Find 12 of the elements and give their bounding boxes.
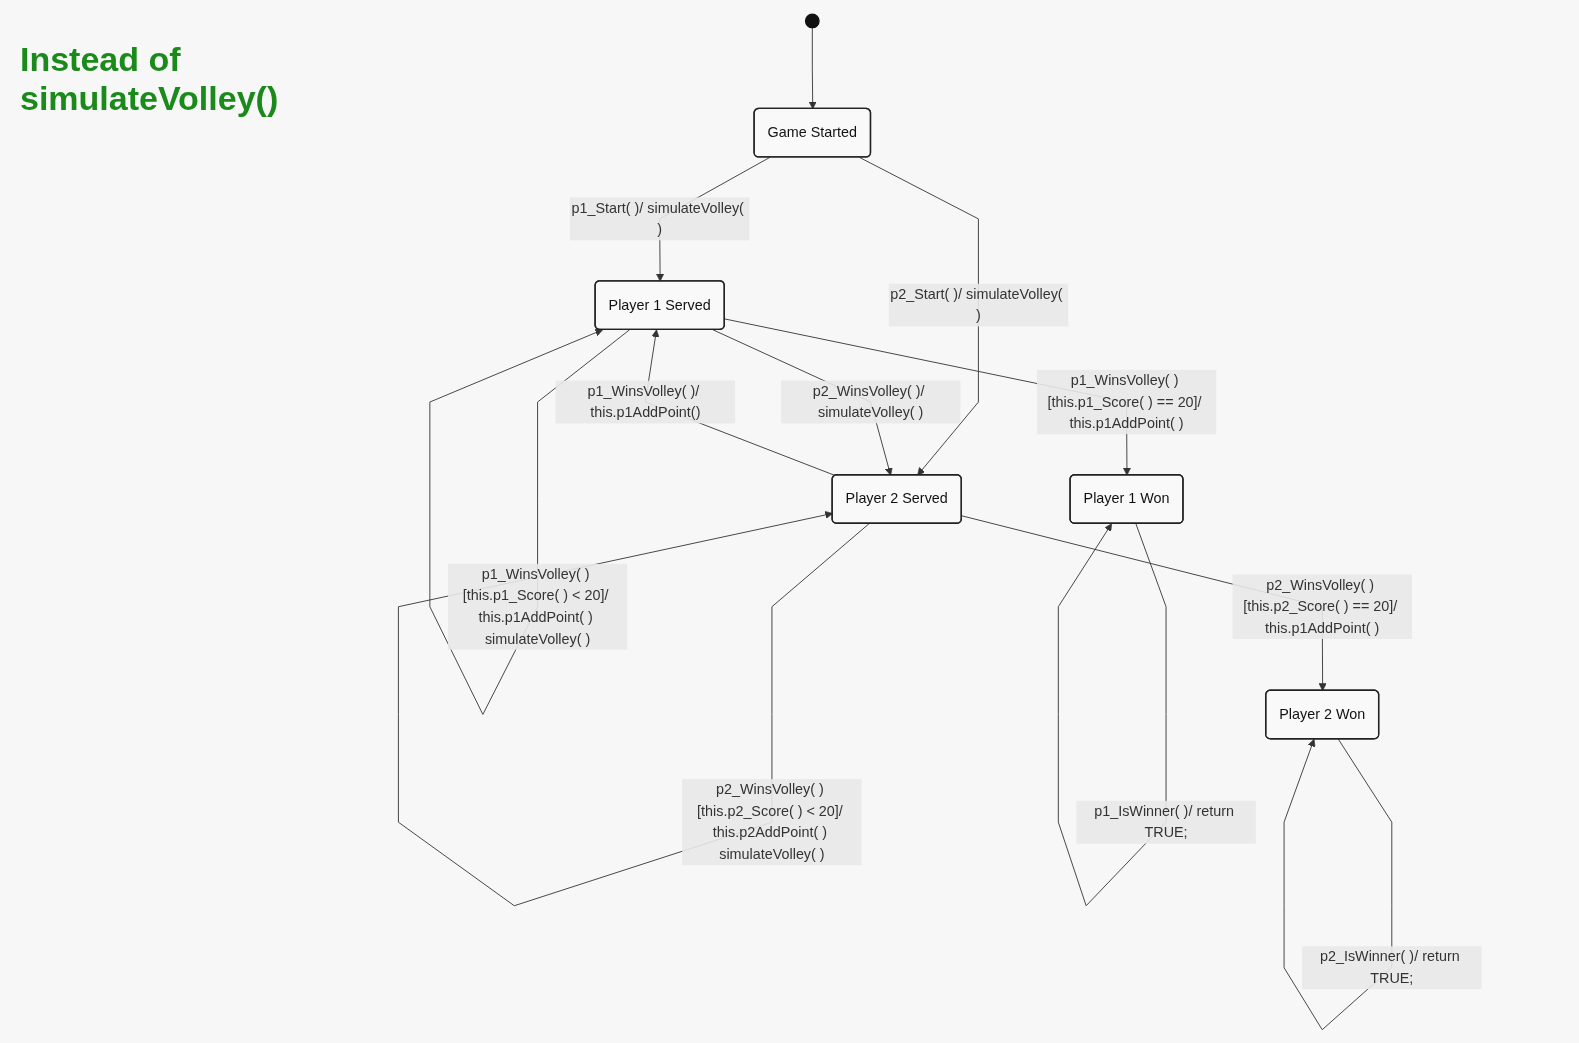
- edge-label: p2_WinsVolley( )/ simulateVolley( ): [812, 382, 925, 420]
- node-circle: [804, 13, 820, 28]
- edge-label: p2_WinsVolley( ) [this.p2_Score( ) == 20]/ this.p1AddPoint( ): [1242, 576, 1397, 635]
- edge-label: p2_Start( )/ simulateVolley( ): [889, 285, 1063, 323]
- edge-label: p2_IsWinner( )/ return TRUE;: [1319, 948, 1460, 986]
- edge-label: p2_WinsVolley( ) [this.p2_Score( ) < 20]/ this.p2AddPoint( ) simulateVolley( ): [696, 781, 843, 862]
- edge-label: p1_IsWinner( )/ return TRUE;: [1093, 802, 1234, 840]
- edge-label: p1_WinsVolley( ) [this.p1_Score( ) < 20]/ this.p1AddPoint( ) simulateVolley( ): [462, 565, 608, 646]
- edge-label: p1_WinsVolley( ) [this.p1_Score( ) == 20]/ this.p1AddPoint( ): [1046, 371, 1202, 431]
- edge-label: p1_Start( )/ simulateVolley( ): [570, 199, 744, 237]
- annotation-text: Instead of simulateVolley(): [20, 40, 280, 118]
- edge-label: p1_WinsVolley( )/ this.p1AddPoint(): [586, 382, 700, 420]
